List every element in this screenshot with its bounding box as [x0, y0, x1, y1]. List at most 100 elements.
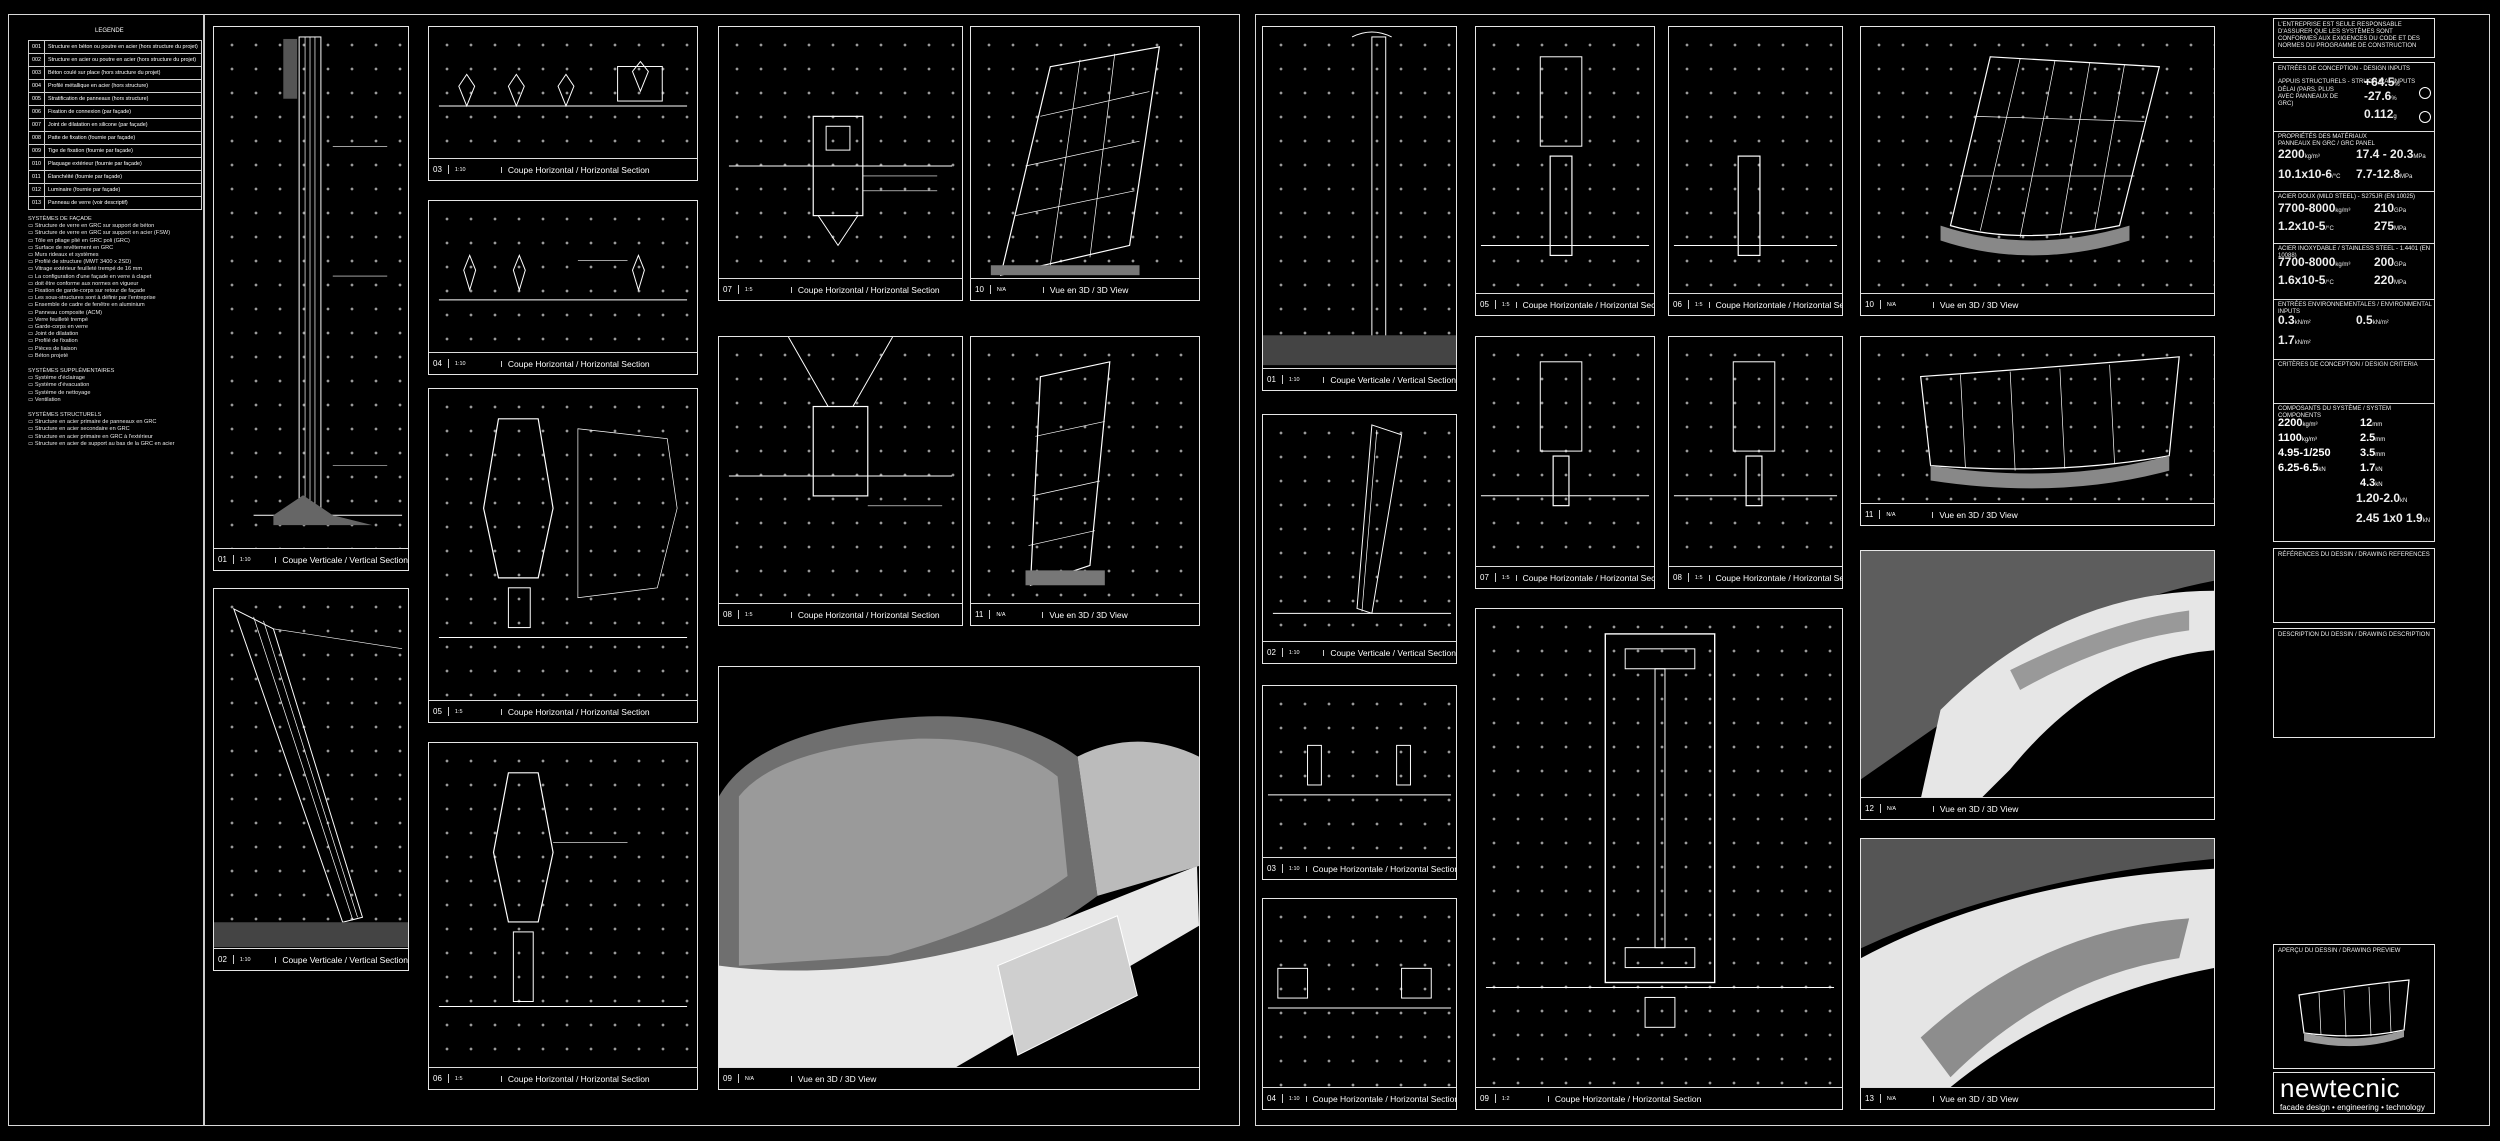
- legend-section-line: ▭ Murs rideaux et systèmes: [28, 252, 99, 259]
- legend-code: 001: [28, 40, 45, 54]
- titleblock-logo: newtecnic facade design • engineering • …: [2273, 1072, 2435, 1114]
- structural-ring-1: [2419, 87, 2431, 99]
- description-heading: DESCRIPTION DU DESSIN / DRAWING DESCRIPT…: [2278, 632, 2430, 638]
- environment-c: 1.7kN/m²: [2278, 333, 2311, 347]
- steel-d: 275MPa: [2374, 219, 2407, 233]
- components-heading: COMPOSANTS DU SYSTÈME / SYSTEM COMPONENT…: [2278, 406, 2392, 419]
- horizontal-section-drawing: [1673, 361, 1838, 507]
- stainless-d: 220MPa: [2374, 273, 2407, 287]
- legend-code: 004: [28, 79, 45, 93]
- horizontal-section-drawing: [438, 418, 688, 639]
- horizontal-section-drawing: [1480, 361, 1650, 507]
- stainless-heading: ACIER INOXYDABLE / STAINLESS STEEL - 1.4…: [2278, 246, 2431, 259]
- titleblock-intro: L'ENTREPRISE EST SEULE RESPONSABLE D'ASS…: [2273, 18, 2435, 58]
- legend-section-line: ▭ Profilé de structure (MWT 3400 x 2SD): [28, 259, 132, 266]
- legend-text: Béton coulé sur place (hors structure du…: [44, 66, 202, 80]
- legend-code: 007: [28, 118, 45, 132]
- stainless-b: 200GPa: [2374, 255, 2407, 269]
- newtecnic-logo: newtecnic: [2280, 1073, 2401, 1103]
- steel-a: 7700-8000kg/m³: [2278, 201, 2351, 215]
- steel-b: 210GPa: [2374, 201, 2407, 215]
- environment-b: 0.5kN/m²: [2356, 313, 2389, 327]
- legend-section-line: ▭ Garde-corps en verre: [28, 324, 89, 331]
- titleblock-preview: APERÇU DU DESSIN / DRAWING PREVIEW: [2273, 944, 2435, 1069]
- environment-a: 0.3kN/m²: [2278, 313, 2311, 327]
- legend-section-line: ▭ Système d'évacuation: [28, 382, 90, 389]
- legend-section-line: ▭ Tôle en pliage plié en GRC poli (GRC): [28, 237, 130, 244]
- horizontal-section-drawing: [438, 772, 688, 1007]
- legend-code: 006: [28, 105, 45, 119]
- material-sub: PANNEAUX EN GRC / GRC PANEL: [2278, 141, 2375, 147]
- components-e2: 2.45 1x0 1.9kN: [2356, 511, 2431, 525]
- legend-section-line: ▭ Panneau composite (ACM): [28, 309, 102, 316]
- legend-code: 011: [28, 170, 45, 184]
- titleblock-references: RÉFÉRENCES DU DESSIN / DRAWING REFERENCE…: [2273, 548, 2435, 623]
- steel-heading: ACIER DOUX (MILD STEEL) - S275JR (EN 100…: [2278, 194, 2416, 200]
- legend-section-line: ▭ Vitrage extérieur feuilleté trempé de …: [28, 266, 143, 273]
- legend-section-line: ▭ Fixation de garde-corps sur retour de …: [28, 288, 146, 295]
- inclined-section-drawing: [214, 607, 408, 948]
- 3d-render-drawing: [1861, 551, 2214, 800]
- structural-heading: APPUIS STRUCTURELS - STRUCTURAL INPUTS: [2278, 79, 2416, 85]
- legend-section-line: ▭ Structure de verre en GRC sur support …: [28, 223, 155, 230]
- legend-section-line: ▭ Pièces de liaison: [28, 345, 77, 352]
- stainless-a: 7700-8000kg/m³: [2278, 255, 2351, 269]
- structural-sub: DÉLAI (PARS. PLUS AVEC PANNEAUX DE GRC): [2278, 87, 2339, 107]
- vertical-section-drawing: [253, 36, 403, 526]
- sheet-divider: [203, 14, 205, 1126]
- legend-section-line: ▭ Système d'éclairage: [28, 375, 86, 382]
- stainless-c: 1.6x10-5/°C: [2278, 273, 2334, 287]
- legend-section-line: ▭ Ventilation: [28, 396, 61, 403]
- legend-text: Joint de dilatation en silicone (par faç…: [44, 118, 202, 132]
- legend-code: 010: [28, 157, 45, 171]
- mullion-section-drawing: [728, 115, 953, 247]
- legend-text: Stratification de panneaux (hors structu…: [44, 92, 202, 106]
- preview-thumbnail: [2298, 979, 2410, 1047]
- intro-text: L'ENTREPRISE EST SEULE RESPONSABLE D'ASS…: [2278, 22, 2420, 49]
- environment-heading: ENTRÉES ENVIRONNEMENTALES / ENVIRONMENTA…: [2278, 302, 2432, 315]
- titleblock-description: DESCRIPTION DU DESSIN / DRAWING DESCRIPT…: [2273, 628, 2435, 738]
- 3d-frame-drawing: [1025, 361, 1111, 587]
- legend-code: 002: [28, 53, 45, 67]
- components-e1: 1.20-2.0kN: [2356, 491, 2408, 505]
- preview-heading: APERÇU DU DESSIN / DRAWING PREVIEW: [2278, 948, 2401, 954]
- 3d-render-drawing: [719, 716, 1199, 1089]
- legend-section-line: ▭ Verre feuilleté trempé: [28, 316, 89, 323]
- legend-text: Patte de fixation (fournie par façade): [44, 131, 202, 145]
- sheet-right: [1255, 14, 2490, 1126]
- steel-column-section-drawing: [1485, 633, 1835, 1028]
- steel-c: 1.2x10-5/°C: [2278, 219, 2334, 233]
- legend-code: 012: [28, 183, 45, 197]
- 3d-frame-drawing: [1940, 56, 2161, 256]
- legend-section-line: ▭ Structure en acier de support au bas d…: [28, 440, 175, 447]
- legend-section-line: ▭ Profilé de fixation: [28, 338, 78, 345]
